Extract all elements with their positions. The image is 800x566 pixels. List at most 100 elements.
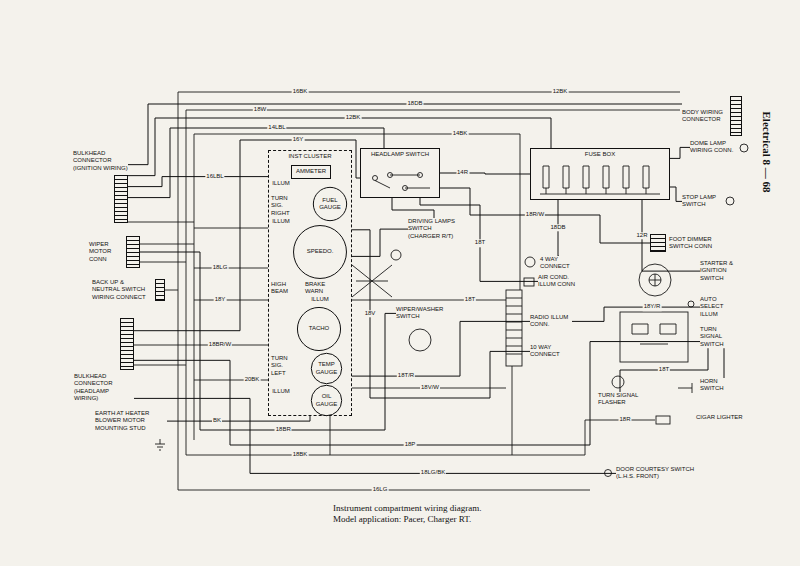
lamp-label: ILLUM [271,218,291,225]
wire-code: 18Y/R [643,303,662,310]
wire [620,348,708,392]
wire-code: 18V/W [420,384,440,391]
figure-caption: Instrument compartment wiring diagram. M… [333,503,496,525]
component-label: CIGAR LIGHTER [696,414,743,421]
wire-code: 18W [253,106,267,113]
switch-terminal [403,186,408,191]
indicator-lamp: TURN SIG. RIGHT [271,195,299,217]
component-label: WIPER/WASHER SWITCH [396,306,448,321]
wire [352,230,530,398]
wire-code: 18T [474,240,486,247]
text-group: BULKHEAD CONNECTOR (IGNITION WIRING) [73,150,128,172]
component-label: 10 WAY CONNECT [530,344,572,359]
component-label: EARTH AT HEATER BLOWER MOTOR MOUNTING ST… [95,410,167,432]
component-label: BRAKE WARN [305,281,335,296]
wire-code: 18LG/BK [420,470,446,477]
component-label: DOOR COURTESY SWITCH (L.H.S. FRONT) [616,466,708,481]
text-group: HIGH BEAM [271,281,297,296]
text-group: TEMP GAUGE [316,361,338,376]
gauge-ring [297,307,340,350]
text-group: BACK UP & NEUTRAL SWITCH WIRING CONNECT [92,279,152,301]
wire-code: 18DB [549,224,566,231]
component-label: HEADLAMP SWITCH [371,151,429,158]
gauge: OIL GAUGE [311,385,342,416]
earth-point: EARTH AT HEATER BLOWER MOTOR MOUNTING ST… [95,410,167,432]
wire [167,416,310,421]
component-label: TURN SIG. RIGHT [271,195,299,217]
component-label: STARTER & IGNITION SWITCH [700,260,744,282]
gauge-ring [311,353,341,383]
wiper-switch-symbol [409,329,431,351]
wire-code: 18T [464,296,476,303]
wire-code: 16LG [372,486,389,493]
wire [572,307,700,321]
wire-code: 18T/R [397,372,415,379]
wire-code: 12BK [345,114,362,121]
text-group: WIPER/WASHER SWITCH [396,306,448,321]
wire [134,140,360,331]
fuse-box: FUSE BOX [530,148,670,200]
connector-pins [650,234,666,252]
component-label: WIPER/WASHER SWITCH [396,306,448,321]
wire [440,188,650,243]
indicator-lamp: TURN SIG. LEFT [271,355,297,377]
wire [352,229,408,256]
component-label: FOOT DIMMER SWITCH CONN [669,236,731,251]
component-label: AUTO SELECT ILLUM [700,296,740,318]
wire-code: 20BK [244,376,261,383]
component-label: FUSE BOX [585,151,615,158]
cigar-lighter-symbol [656,416,670,424]
component-label: BACK UP & NEUTRAL SWITCH WIRING CONNECT [92,279,152,301]
component-label: AUTO SELECT ILLUM [700,296,740,318]
component-label: DOOR COURTESY SWITCH (L.H.S. FRONT) [616,466,708,481]
wire-code: 18V [364,310,377,317]
warning-lamp: BRAKE WARN [305,281,335,296]
fuse-symbol [543,166,649,194]
component-label: TURN SIGNAL FLASHER [598,392,642,407]
bulkhead-connector: BULKHEAD CONNECTOR (IGNITION WIRING) [73,150,128,223]
wire [352,321,530,376]
dome-lamp-symbol [740,144,748,152]
connector-symbol [525,257,535,267]
component-label: WIPER MOTOR CONN [89,241,123,263]
connector-pins [120,318,134,370]
ten-way-connector [506,290,522,366]
wire-code: 16BK [292,88,309,95]
gauge-ring [313,187,346,220]
switch-terminal [388,173,393,178]
wire-group [124,92,748,490]
wire [440,173,530,174]
wire-code: 12R [635,232,648,239]
switch-connector: BACK UP & NEUTRAL SWITCH WIRING CONNECT [92,279,165,301]
wire-code: 18BK [292,451,309,458]
component-label: STOP LAMP SWITCH [682,194,724,209]
gauge-ring [294,226,347,279]
connector-pins [155,279,165,301]
gauge-ring [311,385,341,415]
connector-pins [126,236,140,268]
component-label: AMMETER [296,168,326,175]
bulkhead-connector: BULKHEAD CONNECTOR (HEADLAMP WIRING) [74,318,134,403]
wire [128,128,384,198]
ignition-switch-contacts [649,274,661,286]
body-connector: BODY WIRING CONNECTOR [682,96,742,136]
wire-code: 18BR/W [208,341,232,348]
wire [724,348,725,378]
earth-symbol [155,439,165,450]
component-label: BULKHEAD CONNECTOR (HEADLAMP WIRING) [74,373,134,403]
component-label: DRIVING LAMPS SWITCH [408,218,460,233]
wire-code: 16LBL [205,173,224,180]
text-group: TURN SIGNAL FLASHER [598,392,642,407]
text-group: WIPER MOTOR CONN [89,241,123,263]
page-header: Electrical 8 — 68 [760,111,773,194]
component-label: RADIO ILLUM CONN. [530,314,572,329]
gauge: TEMP GAUGE [311,353,342,384]
component-label: TURN SIGNAL FLASHER [598,392,642,407]
component-label: TURN SIG. LEFT [271,355,297,377]
component-label: 10 WAY CONNECT [530,344,572,359]
switch-terminal [418,173,423,178]
lamp-label: ILLUM [271,388,291,395]
wire [134,342,700,445]
component-label: TACHO [309,325,330,332]
